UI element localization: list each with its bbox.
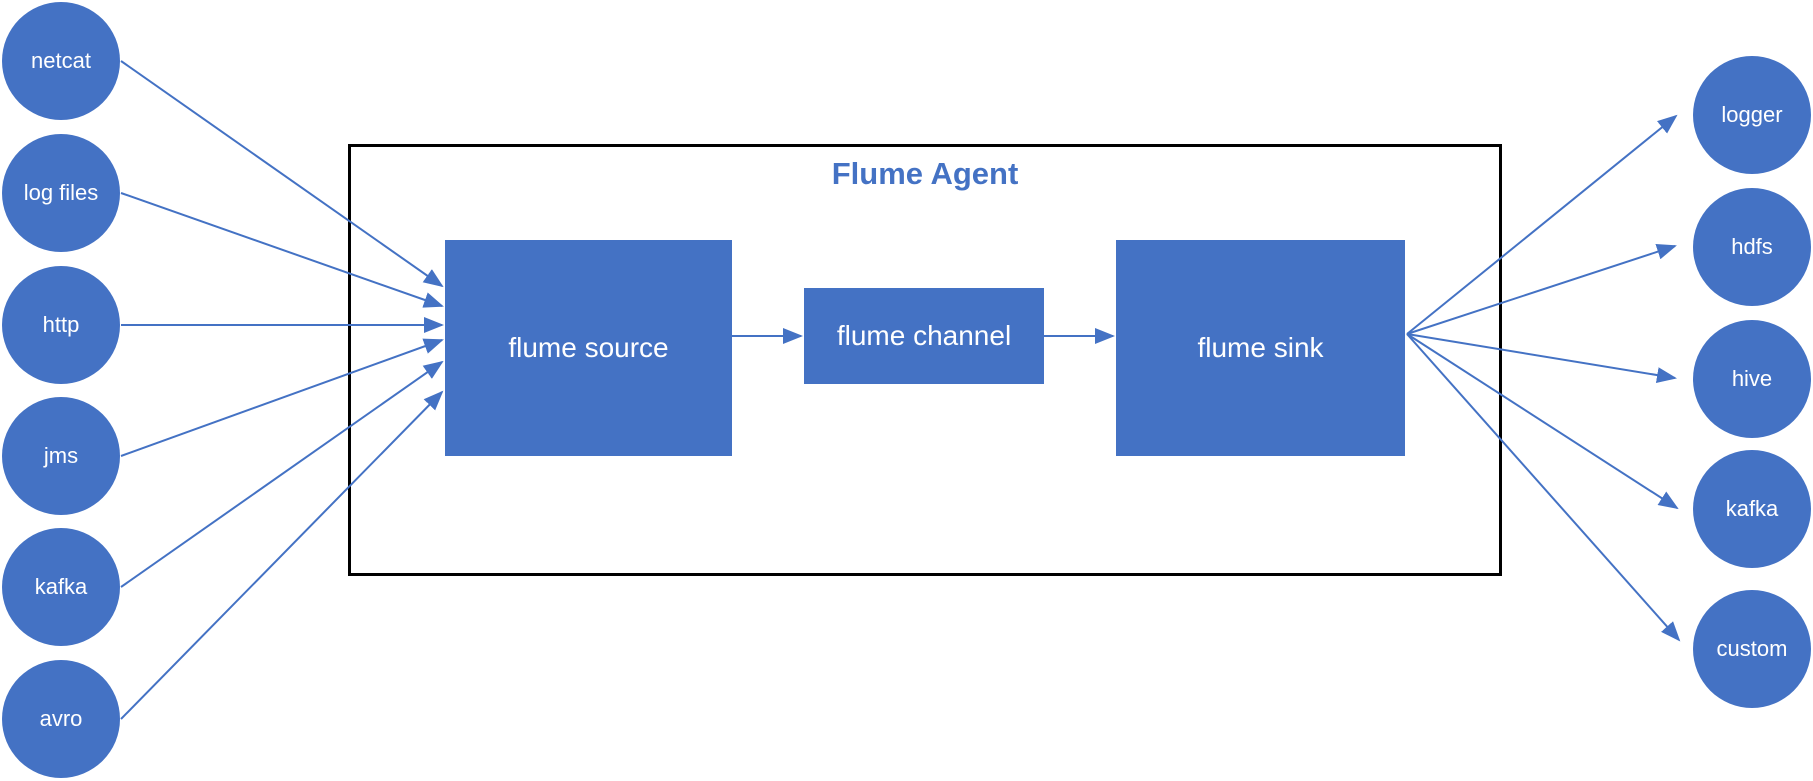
edge-sink-to-hive: [1406, 333, 1677, 383]
input-node-avro: avro: [2, 660, 120, 778]
edge-sink-to-kafka: [1406, 333, 1679, 510]
flume-channel-box: flume channel: [804, 288, 1044, 384]
output-node-hive: hive: [1693, 320, 1811, 438]
edges-group: [120, 60, 1681, 720]
flume-sink-box: flume sink: [1116, 240, 1405, 456]
flume-agent-title: Flume Agent: [831, 156, 1019, 191]
flume-source-box: flume source: [445, 240, 732, 456]
edge-sink-to-hdfs: [1406, 244, 1677, 335]
input-node-netcat: netcat: [2, 2, 120, 120]
edge-sink-to-logger: [1406, 114, 1678, 335]
output-node-custom: custom: [1693, 590, 1811, 708]
edge-log-files-to-source: [120, 192, 444, 308]
edge-avro-to-source: [120, 390, 444, 720]
output-node-hdfs: hdfs: [1693, 188, 1811, 306]
flume-agent-frame: [348, 144, 1502, 576]
edge-kafka-to-source: [120, 360, 444, 588]
output-node-logger: logger: [1693, 56, 1811, 174]
input-node-log-files: log files: [2, 134, 120, 252]
output-node-kafka: kafka: [1693, 450, 1811, 568]
edge-jms-to-source: [120, 338, 444, 457]
input-node-jms: jms: [2, 397, 120, 515]
edge-sink-to-custom: [1406, 333, 1681, 642]
edge-netcat-to-source: [120, 60, 444, 288]
input-node-kafka: kafka: [2, 528, 120, 646]
input-node-http: http: [2, 266, 120, 384]
